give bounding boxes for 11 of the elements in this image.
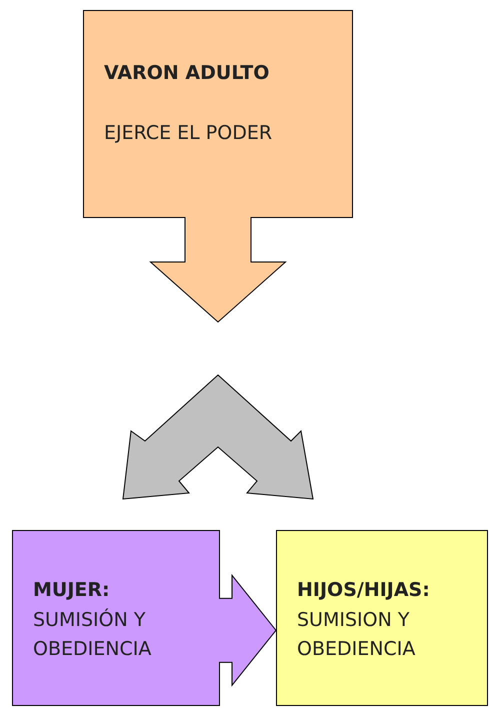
body-text: SUMISIÓN Y OBEDIENCIA [33, 607, 152, 662]
body-text: EJERCE EL PODER [104, 121, 274, 146]
block-arrow [218, 574, 277, 687]
heading: VARON ADULTO [104, 61, 270, 86]
process-box [276, 530, 488, 706]
process-box [83, 10, 353, 218]
heading: HIJOS/HIJAS: [297, 578, 431, 603]
heading: MUJER: [33, 578, 111, 603]
block-arrow [149, 216, 287, 323]
body-text: SUMISION Y OBEDIENCIA [297, 608, 416, 662]
process-box [12, 530, 220, 706]
